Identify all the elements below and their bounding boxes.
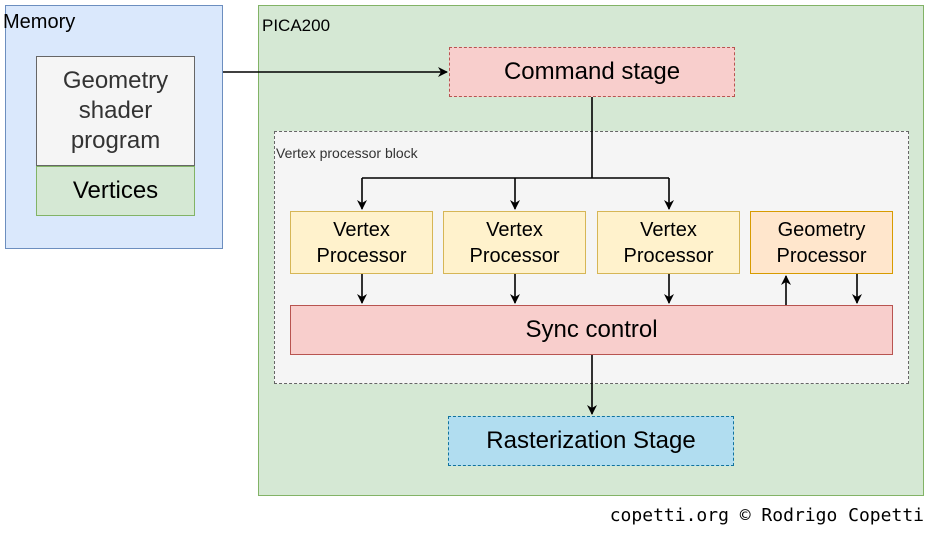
- pica200-label: PICA200: [262, 16, 331, 35]
- vertex-processor-3: Vertex Processor: [597, 211, 740, 274]
- geometry-processor: Geometry Processor: [750, 211, 893, 274]
- command-stage-box: Command stage: [449, 47, 735, 97]
- vertex-processor-block-label: Vertex processor block: [276, 145, 418, 161]
- vertex-processor-2: Vertex Processor: [443, 211, 586, 274]
- rasterization-stage-box: Rasterization Stage: [448, 416, 734, 466]
- credit-text: copetti.org © Rodrigo Copetti: [609, 505, 924, 526]
- vertex-processor-1: Vertex Processor: [290, 211, 433, 274]
- geometry-shader-program-box: Geometry shader program: [36, 56, 195, 166]
- memory-label: Memory: [3, 11, 76, 33]
- sync-control-box: Sync control: [290, 305, 893, 355]
- vertices-box: Vertices: [36, 166, 195, 216]
